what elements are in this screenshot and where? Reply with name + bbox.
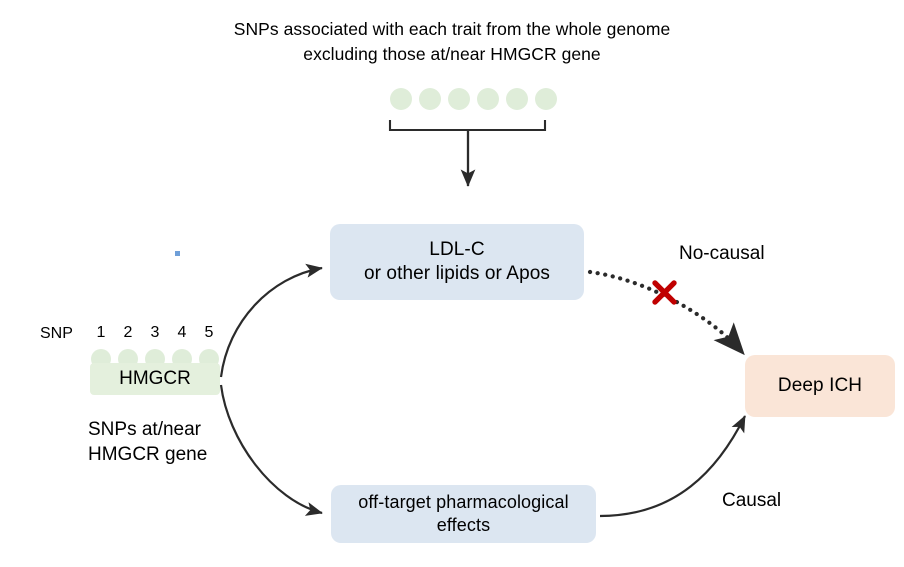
top-snp-dot-row — [390, 88, 557, 110]
hmgcr-gene-bar: HMGCR — [90, 363, 220, 395]
edge-label-no-causal: No-causal — [679, 243, 765, 264]
node-off-target-effects: off-target pharmacological effects — [331, 485, 596, 543]
edge-label-causal: Causal — [722, 490, 782, 511]
arrow-hmgcr-to-ldlc — [219, 263, 323, 378]
x-mark-icon — [652, 280, 677, 305]
arrow-hmgcr-to-offtarget — [219, 384, 323, 516]
snp-number: 5 — [204, 324, 214, 341]
snp-number: 4 — [177, 324, 187, 341]
node-ldl-c: LDL-C or other lipids or Apos — [330, 224, 584, 300]
page-title: SNPs associated with each trait from the… — [233, 19, 671, 65]
snp-dot — [419, 88, 441, 110]
snp-number: 2 — [123, 324, 133, 341]
snp-dot — [506, 88, 528, 110]
snp-row-label: SNP — [40, 325, 73, 342]
snp-dot — [448, 88, 470, 110]
snp-dot — [390, 88, 412, 110]
node-deep-ich: Deep ICH — [745, 355, 895, 417]
snp-dot — [535, 88, 557, 110]
arrow-ldlc-to-deepich-noncausal — [587, 269, 745, 356]
snp-number: 1 — [96, 324, 106, 341]
stray-mark — [175, 251, 180, 256]
instrument-bracket — [388, 119, 547, 132]
snp-number: 3 — [150, 324, 160, 341]
snp-number-row: 1 2 3 4 5 — [91, 324, 219, 342]
snp-dot — [477, 88, 499, 110]
hmgcr-caption: SNPs at/near HMGCR gene — [88, 419, 208, 465]
arrow-offtarget-to-deepich-causal — [599, 415, 746, 518]
